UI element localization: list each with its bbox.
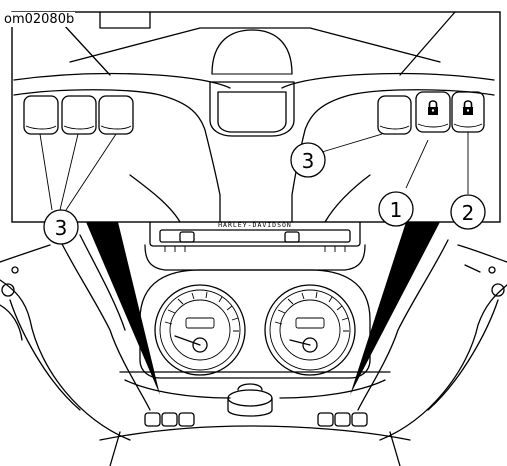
padlock-icon — [428, 100, 438, 115]
callout-3-right: 3 — [290, 142, 326, 178]
callout-1: 1 — [378, 191, 414, 227]
console-brand-label: HARLEY-DAVIDSON — [218, 221, 292, 229]
cockpit-illustration: HARLEY-DAVIDSON — [0, 217, 507, 466]
figure-id-label: om02080b — [3, 12, 76, 27]
padlock-icon — [463, 100, 473, 115]
callout-number: 3 — [55, 216, 68, 240]
zoom-leader-left — [86, 222, 160, 395]
callout-number: 1 — [390, 198, 403, 222]
callout-2: 2 — [450, 194, 486, 230]
callout-3-left: 3 — [43, 209, 79, 245]
speedometer-gauge — [154, 284, 246, 376]
left-switch-1 — [23, 95, 59, 135]
callout-number: 3 — [302, 149, 315, 173]
fairing-lock-switch — [415, 91, 451, 133]
right-switch-plain — [377, 95, 412, 135]
tachometer-gauge — [264, 284, 356, 376]
zoom-leader-right — [350, 222, 440, 395]
left-switch-2 — [61, 95, 97, 135]
detail-inset: 3 1 — [11, 11, 501, 227]
callout-number: 2 — [462, 201, 475, 225]
